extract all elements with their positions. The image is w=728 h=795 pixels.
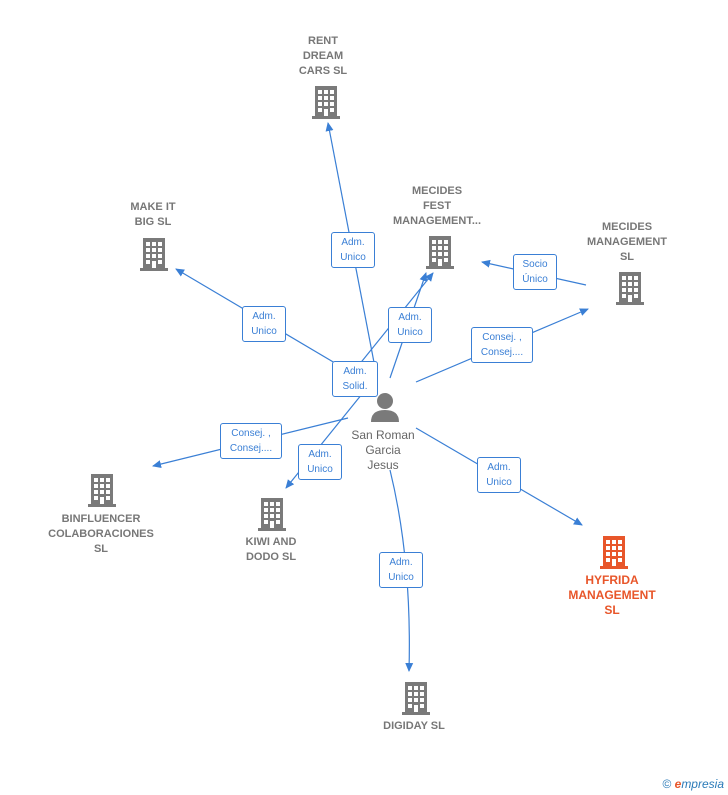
nodes-layer	[88, 86, 644, 715]
edge-label-e-makeit[interactable]: Adm. Unico	[242, 306, 286, 342]
edge-label-e-hyfrida[interactable]: Adm. Unico	[477, 457, 521, 493]
edge-label-e-fest[interactable]: Adm. Unico	[388, 307, 432, 343]
company-label-digiday[interactable]: DIGIDAY SL	[383, 720, 445, 732]
building-icon[interactable]	[426, 236, 454, 269]
person-label[interactable]: San Roman Garcia Jesus	[351, 428, 415, 472]
company-label-make-it-big[interactable]: MAKE IT BIG SL	[130, 201, 176, 228]
copyright-icon: ©	[662, 777, 672, 791]
edge-label-e-digiday[interactable]: Adm. Unico	[379, 552, 423, 588]
company-label-mecides-fest[interactable]: MECIDES FEST MANAGEMENT...	[393, 185, 481, 227]
building-icon[interactable]	[402, 682, 430, 715]
edge-label-e-rent[interactable]: Adm. Unico	[331, 232, 375, 268]
building-icon[interactable]	[312, 86, 340, 119]
edge-label-e-consej-mm[interactable]: Consej. , Consej....	[471, 327, 533, 363]
edges-layer	[152, 122, 589, 672]
building-icon[interactable]	[258, 498, 286, 531]
building-icon[interactable]	[600, 536, 628, 569]
building-icon[interactable]	[140, 238, 168, 271]
edge-label-e-kiwi[interactable]: Adm. Unico	[298, 444, 342, 480]
brand-footer: © empresia	[662, 777, 724, 791]
brand-name: mpresia	[681, 777, 724, 791]
edge-label-e-solid[interactable]: Adm. Solid.	[332, 361, 378, 397]
building-icon[interactable]	[616, 272, 644, 305]
company-label-mecides-management[interactable]: MECIDES MANAGEMENT SL	[586, 221, 668, 263]
person-icon[interactable]	[371, 393, 399, 422]
company-label-binfluencer[interactable]: BINFLUENCER COLABORACIONES SL	[48, 513, 154, 555]
edge-label-e-socio[interactable]: Socio Único	[513, 254, 557, 290]
company-label-hyfrida[interactable]: HYFRIDA MANAGEMENT SL	[568, 573, 656, 617]
edge-label-e-consej-bin[interactable]: Consej. , Consej....	[220, 423, 282, 459]
company-label-rent-dream-cars[interactable]: RENT DREAM CARS SL	[298, 35, 348, 77]
company-label-kiwi-and-dodo[interactable]: KIWI AND DODO SL	[245, 536, 297, 563]
building-icon[interactable]	[88, 474, 116, 507]
brand-logo-e: e	[674, 777, 682, 791]
